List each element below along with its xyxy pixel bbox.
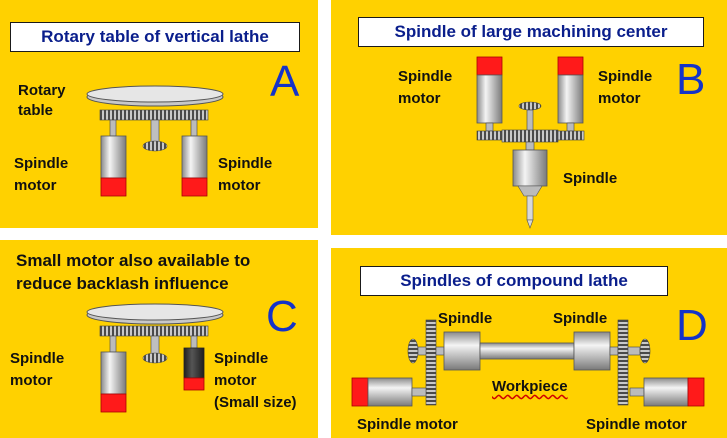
panel-a-left-motor-label-line1: Spindle xyxy=(14,155,69,172)
workpiece xyxy=(479,342,575,360)
panel-a-right-motor-label-line1: Spindle xyxy=(218,155,273,172)
panel-c-right-motor-label-line1: Spindle xyxy=(214,350,269,367)
panel-c-left-motor-label-line2: motor xyxy=(10,372,53,389)
rotary-table-label-line2: table xyxy=(18,102,54,119)
workpiece-label: Workpiece xyxy=(492,378,568,395)
panel-b-left-motor-label-line1: Spindle xyxy=(398,68,453,85)
panel-a-rotary-table xyxy=(86,85,224,152)
panel-b-left-motor-label-line2: motor xyxy=(398,90,441,107)
panel-b-right-motor xyxy=(555,56,585,141)
panel-a-right-motor xyxy=(181,119,208,197)
panel-c-left-motor xyxy=(100,335,127,413)
panel-c-right-motor-label-line2: motor xyxy=(214,372,257,389)
panel-d-title: Spindles of compound lathe xyxy=(360,266,668,296)
rotary-table-label-line1: Rotary xyxy=(18,82,66,99)
panel-a-letter: A xyxy=(270,57,300,106)
panel-c-left-motor-label-line1: Spindle xyxy=(10,350,65,367)
panel-d-letter: D xyxy=(676,301,708,350)
panel-a-left-motor xyxy=(100,119,127,197)
panel-a-left-motor-label-line2: motor xyxy=(14,177,57,194)
panel-a-right-motor-label-line2: motor xyxy=(218,177,261,194)
panel-c-letter: C xyxy=(266,292,298,341)
panel-b-spindle xyxy=(512,141,548,229)
panel-d-left-spindle-assembly xyxy=(407,319,481,406)
panel-d-left-motor-label: Spindle motor xyxy=(357,416,458,433)
panel-b-gear-train xyxy=(501,101,559,143)
panel-b-letter: B xyxy=(676,55,706,104)
panel-c-note-line2: reduce backlash influence xyxy=(16,274,229,293)
panel-b-right-motor-label-line2: motor xyxy=(598,90,641,107)
panel-c-small-motor xyxy=(183,335,205,391)
panel-d-right-spindle-label: Spindle xyxy=(553,310,608,327)
panel-d-left-spindle-label: Spindle xyxy=(438,310,493,327)
panel-b-left-motor xyxy=(476,56,506,141)
panel-d-right-spindle-assembly xyxy=(573,319,651,406)
panel-b-right-motor-label-line1: Spindle xyxy=(598,68,653,85)
panel-c-note-line1: Small motor also available to xyxy=(16,251,251,270)
panel-d-right-motor xyxy=(629,377,705,407)
panel-b-spindle-label: Spindle xyxy=(563,170,618,187)
panel-b-title: Spindle of large machining center xyxy=(358,17,704,47)
panel-d-left-motor xyxy=(351,377,427,407)
panel-c-rotary-table xyxy=(86,303,224,364)
panel-d-right-motor-label: Spindle motor xyxy=(586,416,687,433)
panel-a-title: Rotary table of vertical lathe xyxy=(10,22,300,52)
panel-c-right-motor-label-line3: (Small size) xyxy=(214,394,297,411)
